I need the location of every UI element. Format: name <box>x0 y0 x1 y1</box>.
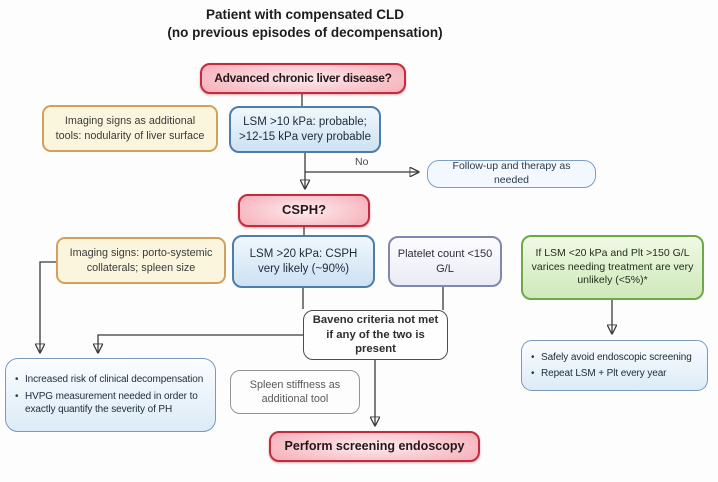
node-lsm10: LSM >10 kPa: probable; >12-15 kPa very p… <box>229 106 381 153</box>
bullet-text: Increased risk of clinical decompensatio… <box>25 374 204 386</box>
edge-label-no: No <box>355 156 369 168</box>
edge-imaging-to-increased-risk <box>40 261 56 352</box>
bullet-item: Repeat LSM + Plt every year <box>528 367 692 381</box>
bullet-item: HVPG measurement needed in order to exac… <box>12 390 211 417</box>
node-platelet-count: Platelet count <150 G/L <box>388 236 502 287</box>
title-line-2: (no previous episodes of decompensation) <box>167 25 443 41</box>
node-csph: CSPH? <box>238 194 370 227</box>
node-label: Perform screening endoscopy <box>284 439 465 454</box>
page-title: Patient with compensated CLD (no previou… <box>105 6 505 42</box>
node-perform-endoscopy: Perform screening endoscopy <box>269 431 480 462</box>
node-label: CSPH? <box>281 202 327 218</box>
node-advanced-cld: Advanced chronic liver disease? <box>200 63 406 94</box>
node-label: Imaging signs as additional tools: nodul… <box>55 115 205 142</box>
node-label: LSM >10 kPa: probable; >12-15 kPa very p… <box>238 115 371 143</box>
node-spleen-stiffness: Spleen stiffness as additional tool <box>230 370 360 414</box>
node-imaging-additional-tools: Imaging signs as additional tools: nodul… <box>42 105 218 152</box>
bullet-item: Increased risk of clinical decompensatio… <box>12 373 211 387</box>
node-label: Platelet count <150 G/L <box>397 248 493 275</box>
node-label: Spleen stiffness as additional tool <box>249 378 341 405</box>
bullet-text: Safely avoid endoscopic screening <box>541 351 692 363</box>
node-label: If LSM <20 kPa and Plt >150 G/L varices … <box>531 247 694 287</box>
node-follow-up: Follow-up and therapy as needed <box>427 160 596 188</box>
node-label: Advanced chronic liver disease? <box>214 70 392 85</box>
node-lsm20: LSM >20 kPa: CSPH very likely (~90%) <box>232 235 375 288</box>
node-increased-risk: Increased risk of clinical decompensatio… <box>5 358 216 432</box>
node-lsm-plt-rule: If LSM <20 kPa and Plt >150 G/L varices … <box>521 235 704 300</box>
bullet-item: Safely avoid endoscopic screening <box>528 351 692 365</box>
node-label: Baveno criteria not met if any of the tw… <box>312 314 439 356</box>
bullet-list: Safely avoid endoscopic screening Repeat… <box>528 348 692 384</box>
bullet-list: Increased risk of clinical decompensatio… <box>12 370 211 420</box>
node-imaging-signs: Imaging signs: porto-systemic collateral… <box>56 237 226 284</box>
node-label: LSM >20 kPa: CSPH very likely (~90%) <box>249 247 358 275</box>
edge-baveno-to-increased-risk <box>98 334 303 352</box>
node-avoid-screening: Safely avoid endoscopic screening Repeat… <box>521 340 708 391</box>
node-baveno-criteria: Baveno criteria not met if any of the tw… <box>303 310 448 360</box>
node-label: Follow-up and therapy as needed <box>452 160 571 186</box>
bullet-text: Repeat LSM + Plt every year <box>541 368 667 379</box>
bullet-text: HVPG measurement needed in order to exac… <box>25 390 198 416</box>
title-line-1: Patient with compensated CLD <box>205 7 405 22</box>
node-label: Imaging signs: porto-systemic collateral… <box>69 247 213 274</box>
